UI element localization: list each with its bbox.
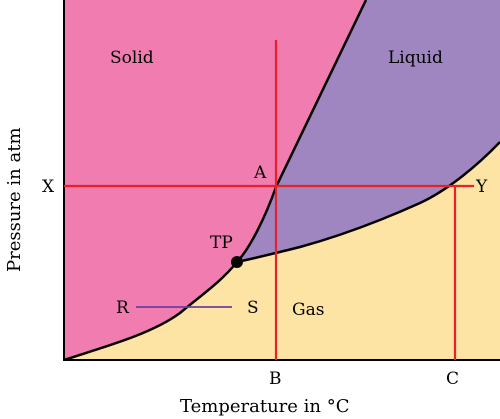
solid-label: Solid bbox=[110, 48, 154, 68]
point-r-label: R bbox=[116, 298, 130, 318]
gas-label: Gas bbox=[292, 300, 324, 320]
sublimation-curve bbox=[63, 261, 238, 362]
point-s-label: S bbox=[247, 298, 259, 318]
point-c-label: C bbox=[446, 369, 459, 389]
triple-point-dot bbox=[231, 256, 243, 268]
point-a-label: A bbox=[253, 163, 267, 183]
liquid-region bbox=[237, 0, 500, 262]
triple-point-label: TP bbox=[210, 233, 233, 253]
point-x-label: X bbox=[42, 177, 55, 197]
solid-region bbox=[64, 0, 366, 360]
y-axis-title: Pressure in atm bbox=[4, 127, 25, 272]
point-b-label: B bbox=[269, 369, 282, 389]
point-y-label: Y bbox=[475, 177, 488, 197]
x-axis-title: Temperature in °C bbox=[180, 396, 350, 417]
liquid-label: Liquid bbox=[388, 48, 443, 68]
